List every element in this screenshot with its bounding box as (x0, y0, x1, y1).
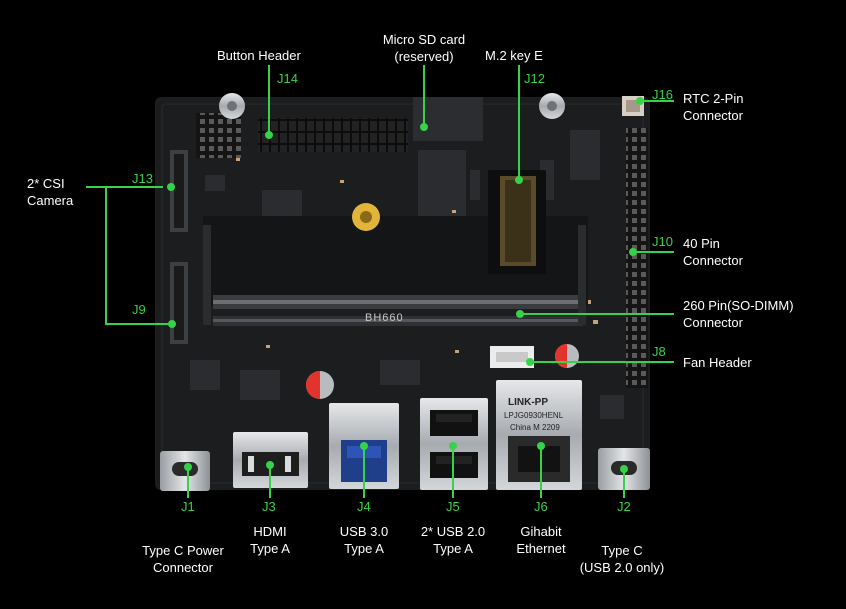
ethernet-part-text: LPJG0930HENL (504, 411, 564, 420)
callout-lines (86, 65, 674, 498)
hdmi-label: HDMI Type A (250, 524, 290, 556)
power-typec-label: Type C Power Connector (142, 543, 224, 575)
csi-label: 2* CSI Camera (27, 176, 74, 208)
usb2-label: 2* USB 2.0 Type A (420, 524, 486, 556)
csi-id-top: J13 (132, 171, 153, 186)
standoffs (219, 93, 565, 119)
ethernet-label: Gihabit Ethernet (516, 524, 566, 556)
power-typec-id: J1 (181, 499, 195, 514)
typec-usb2-label: Type C (USB 2.0 only) (579, 543, 665, 575)
button-header-label: Button Header (217, 48, 301, 63)
m2-label: M.2 key E (485, 48, 543, 63)
usb3-id: J4 (357, 499, 371, 514)
micro-sd-label: Micro SD card (reserved) (382, 32, 466, 64)
typec-usb2-id: J2 (617, 499, 631, 514)
ethernet-brand-text: LINK-PP (508, 397, 548, 408)
pad-grid (196, 113, 241, 158)
usb3-label: USB 3.0 Type A (339, 524, 389, 556)
sodimm-label: 260 Pin(SO-DIMM) Connector (683, 298, 794, 330)
rtc-id: J16 (652, 87, 673, 102)
gpio-label: 40 Pin Connector (683, 236, 743, 268)
fan-label: Fan Header (683, 355, 752, 370)
gpio-40pin-header (626, 128, 648, 388)
usb2-id: J5 (446, 499, 460, 514)
ethernet-id: J6 (534, 499, 548, 514)
rtc-label: RTC 2-Pin Connector (683, 91, 744, 123)
hdmi-id: J3 (262, 499, 276, 514)
ethernet-origin-text: China M 2209 (510, 423, 560, 432)
button-header (258, 118, 408, 152)
button-header-id: J14 (277, 71, 298, 86)
m2-id: J12 (524, 71, 545, 86)
fan-id: J8 (652, 344, 666, 359)
gpio-id: J10 (652, 234, 673, 249)
silkscreen-text: BH660 (365, 312, 404, 324)
csi-id-bottom: J9 (132, 302, 146, 317)
